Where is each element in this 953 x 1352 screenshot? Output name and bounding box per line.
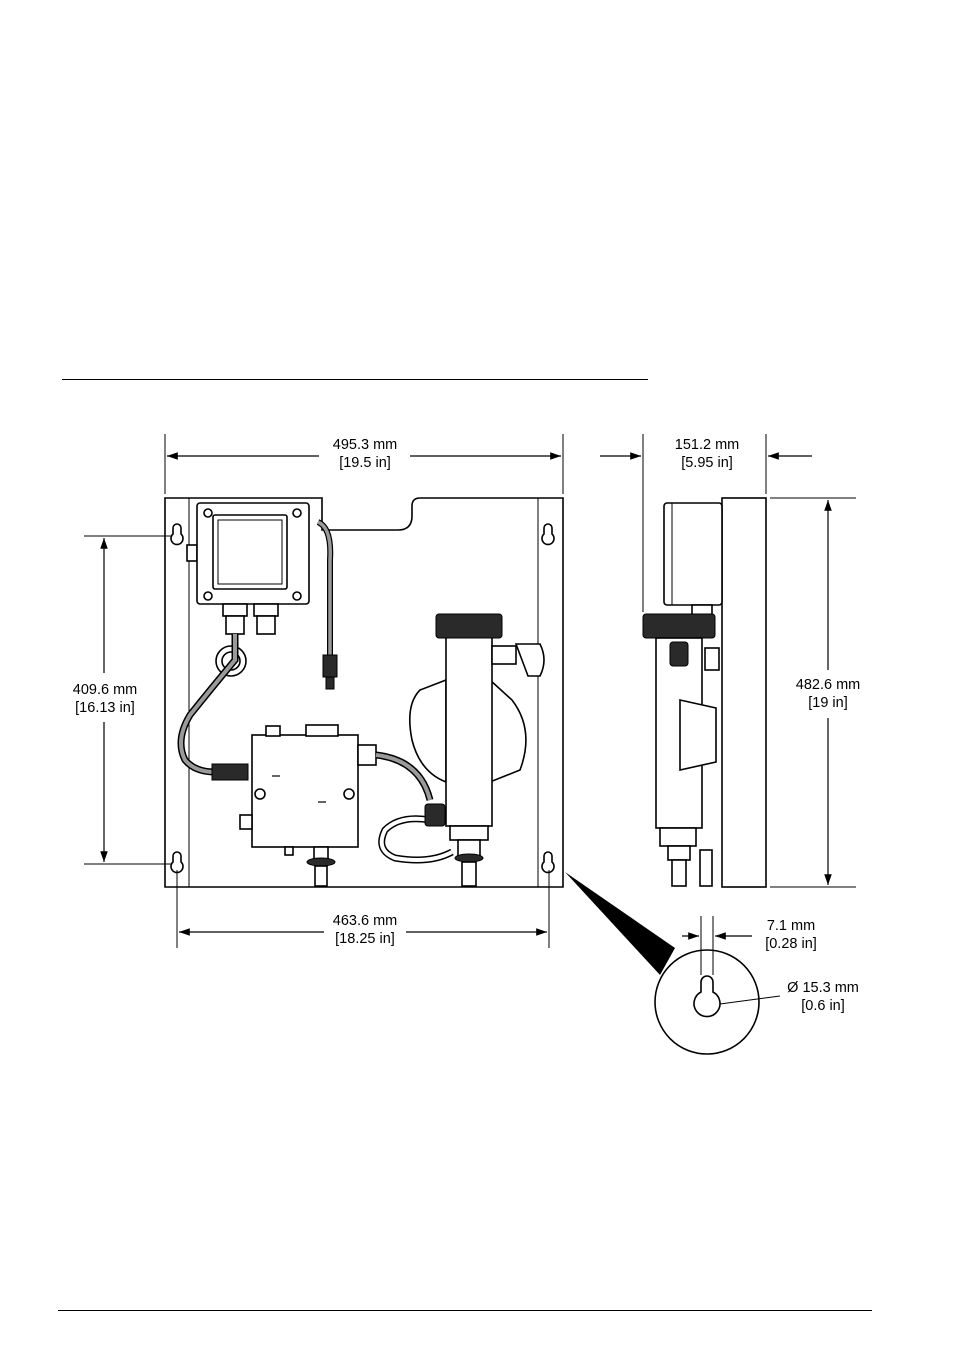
top-width-mm: 495.3 mm [333,437,397,453]
keyhole-slot-bottom-left [171,852,183,872]
keyhole-detail: 7.1 mm [0.28 in] Ø 15.3 mm [0.6 in] [565,872,859,1054]
right-height-mm: 482.6 mm [796,677,860,693]
keyhole-slot-bottom-right [542,852,554,872]
hole-diameter-mm: Ø 15.3 mm [787,980,859,996]
dimension-right-height: 482.6 mm [19 in] [770,498,860,887]
keyhole-slot-top-right [542,524,554,544]
dimension-left-height: 409.6 mm [16.13 in] [73,536,172,864]
sensor-connector [323,655,337,677]
slot-width-mm: 7.1 mm [767,918,815,934]
bottom-width-mm: 463.6 mm [333,913,397,929]
front-view [165,498,563,887]
slot-width-in: [0.28 in] [765,936,817,952]
side-panel [722,498,766,887]
keyhole-slot-top-left [171,524,183,544]
top-width-in: [19.5 in] [339,455,391,471]
right-height-in: [19 in] [808,695,848,711]
side-view [643,498,766,887]
side-depth-in: [5.95 in] [681,455,733,471]
left-height-in: [16.13 in] [75,700,135,716]
bottom-width-in: [18.25 in] [335,931,395,947]
left-height-mm: 409.6 mm [73,682,137,698]
dimension-top-width: 495.3 mm [19.5 in] [165,434,563,494]
side-depth-mm: 151.2 mm [675,437,739,453]
hole-diameter-in: [0.6 in] [801,998,845,1014]
